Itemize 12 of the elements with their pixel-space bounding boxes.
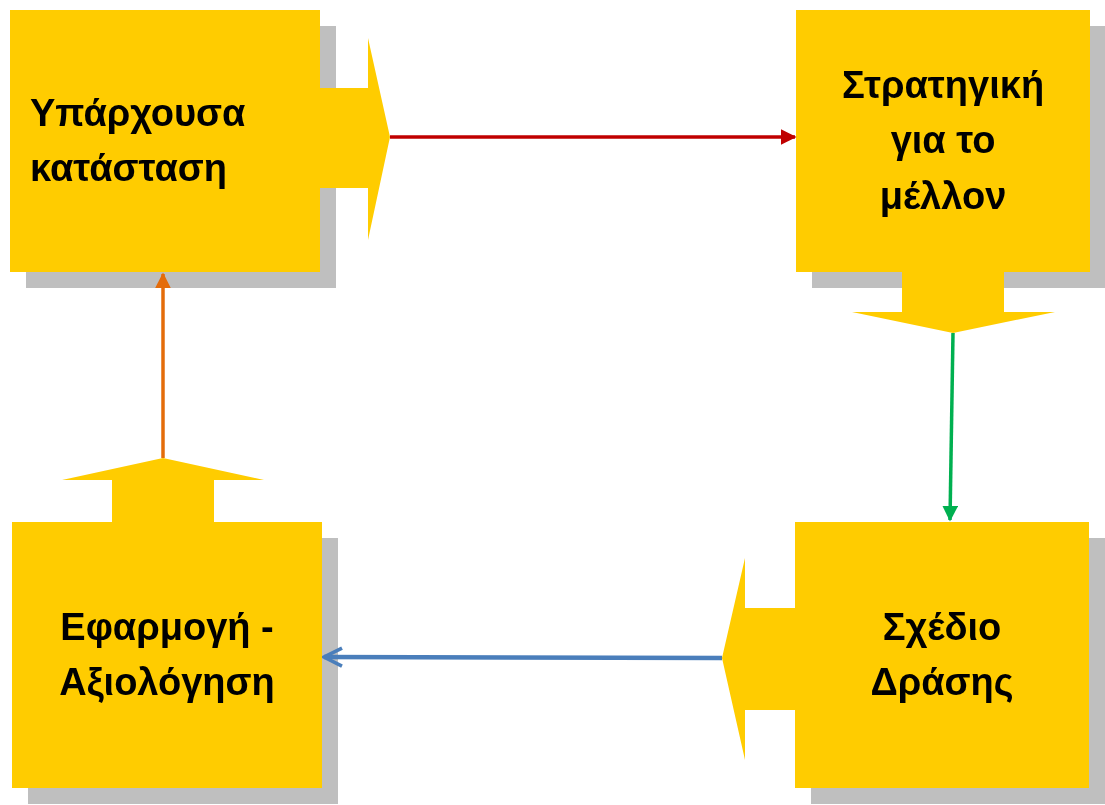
box-label: Υπάρχουσα κατάσταση (30, 90, 247, 191)
callout-box (12, 458, 338, 805)
callout-box (796, 10, 1105, 333)
arrow (155, 272, 171, 458)
box-label: Στρατηγική για το μέλλον (840, 63, 1046, 219)
arrow (942, 332, 959, 522)
arrow (390, 129, 797, 145)
callout-box (722, 522, 1105, 805)
box-label: Σχέδιο Δράσης (869, 604, 1015, 705)
callout-box (10, 10, 390, 288)
arrow (322, 646, 722, 668)
box-label: Εφαρμογή - Αξιολόγηση (58, 604, 276, 705)
